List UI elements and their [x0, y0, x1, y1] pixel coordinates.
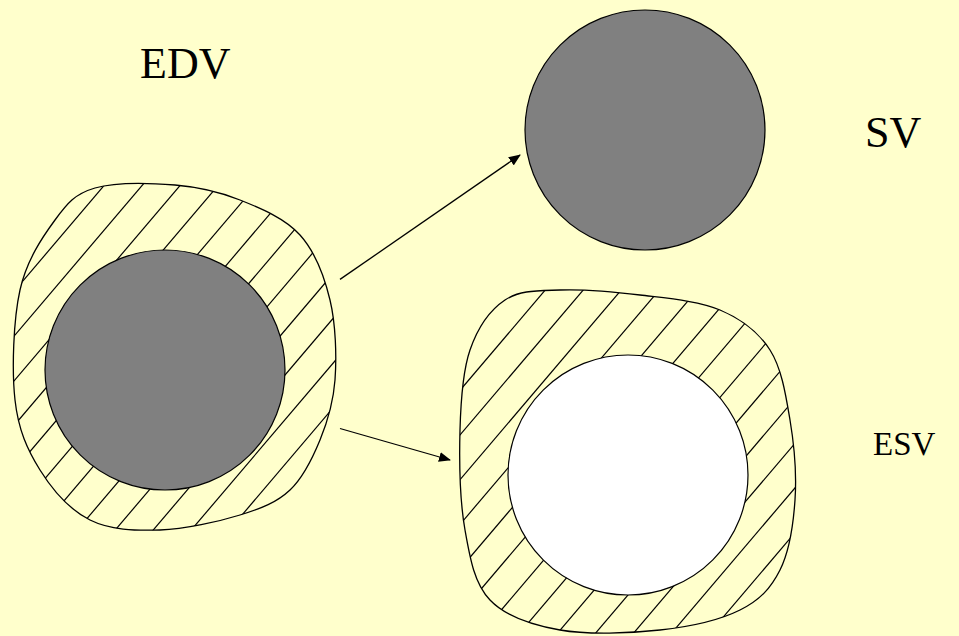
shape-drawing: [450, 285, 800, 635]
volume-label: SV: [865, 111, 921, 155]
flow-arrow: [340, 429, 450, 461]
volume-label: ESV: [873, 428, 935, 461]
shape-drawing: [520, 5, 770, 255]
ventricle-wall: [460, 290, 796, 633]
flow-arrow: [340, 155, 520, 279]
ventricle-wall: [13, 184, 335, 531]
volume-label: EDV: [140, 42, 230, 86]
blood-volume: [525, 10, 765, 250]
blood-volume: [508, 355, 748, 595]
volume-circle: SV: [520, 5, 770, 255]
ventricle-outline: ESV: [450, 285, 800, 635]
blood-volume: [45, 250, 285, 490]
ventricle-outline: EDV: [10, 180, 340, 535]
shape-drawing: [10, 180, 340, 535]
